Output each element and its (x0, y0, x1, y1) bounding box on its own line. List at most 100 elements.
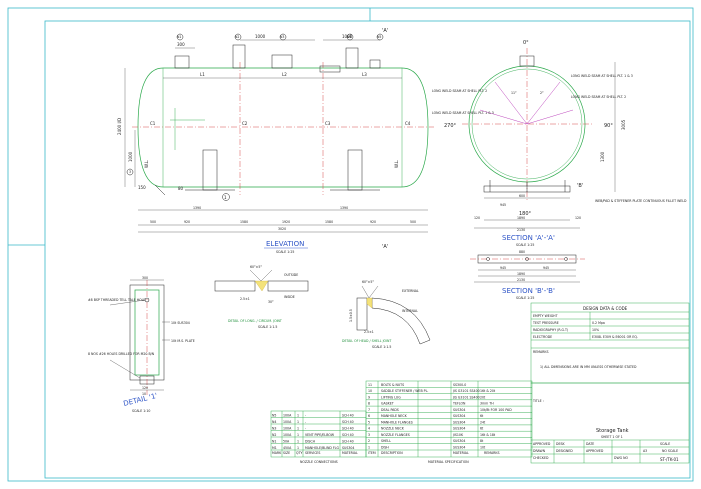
dim-id: 2400 I/D (117, 118, 122, 135)
nozzle-cell: 1 (297, 420, 299, 424)
label-l2: L2 (282, 72, 287, 77)
dim-top-3: 1000 (342, 34, 353, 39)
nozzle-table-box (270, 410, 367, 458)
tb-size: A3 (643, 449, 647, 453)
plate-left (214, 280, 256, 292)
mat-cell: SUS304 (453, 420, 465, 424)
nozzle-cell: MANHOLE/BLIND FLG (305, 446, 339, 450)
dim-2130: 2130 (517, 228, 525, 232)
dim-945: 945 (500, 203, 506, 207)
joint-head-title: DETAIL OF HEAD / SHELL JOINT (342, 339, 391, 343)
mat-cell: SUS304 (453, 427, 465, 431)
mat-cell: SUS304 (453, 414, 465, 418)
detail-1-scale: SCALE 1:10 (132, 409, 150, 413)
section-aa-scale: SCALE 1:25 (516, 243, 534, 247)
nozzle-cell: - (305, 420, 306, 424)
label-c3: C3 (325, 121, 331, 126)
mat-cell: SUS304 (453, 446, 465, 450)
nozzle-cell: 1 (297, 439, 299, 443)
seam-ray (479, 109, 528, 125)
remarks-title: REMARKS (533, 350, 549, 354)
bevel-label: 60°±5° (362, 280, 374, 284)
label-c1: C1 (150, 121, 156, 126)
nozzle-cell: 100A (283, 420, 292, 424)
dim-1000: 1000 (128, 151, 133, 162)
nozzle-label-n3: N3 (280, 35, 284, 39)
nozzle-label-n4: N4 (347, 35, 351, 39)
bevel-angle (361, 285, 379, 299)
nozzle-cell: 1 (297, 413, 299, 417)
mat-cell: 8 (368, 402, 370, 406)
dd-r3-value: 10% (592, 328, 599, 332)
head-plate (371, 297, 431, 345)
label-wl-right: W.L. (394, 160, 399, 168)
tb-date: DATE (586, 442, 594, 446)
dd-r2-label: TEST PRESSURE (532, 321, 559, 325)
dim-120-r: 120 (575, 216, 581, 220)
mat-cell: 6t (480, 414, 484, 418)
bolt-hole (486, 257, 490, 261)
nozzle-n2 (232, 44, 246, 69)
weld-note: WEB/PAD & STIFFENER PLATE CONTINUOUS FIL… (595, 199, 687, 203)
angle-2: 2° (540, 91, 544, 95)
nozzle-bubble (279, 33, 287, 41)
nozzle-cell: N4 (272, 420, 276, 424)
label-c4: C4 (405, 121, 411, 126)
angle-label: 30° (268, 300, 274, 304)
nozzle-bubble (234, 33, 242, 41)
mat-cell: BOLTS & NUTS (381, 383, 404, 387)
dim-b4: 1920 (282, 220, 290, 224)
mat-cell: 10t (480, 446, 486, 450)
section-bb-scale: SCALE 1:25 (516, 296, 534, 300)
label-c2: C2 (242, 121, 248, 126)
mat-cell: 10t/8t FOR 100 PAD (480, 408, 512, 412)
noz-h-mark: MARK (272, 451, 282, 455)
item-3: 3 (129, 170, 131, 174)
nozzle-label-n5: N5 (377, 35, 381, 39)
nozzle-cell: SCH 40 (342, 413, 354, 417)
angle-270: 270° (444, 123, 457, 129)
tb-designed: DESIGNED (556, 449, 573, 453)
design-data-table: DESIGN DATA & CODE EMPTY WEIGHT TEST PRE… (530, 302, 690, 384)
dim-880: 880 (519, 250, 525, 254)
mat-cell: SHELL (381, 439, 391, 443)
seam-note-3: LONG WELD SEAM AT SHELL PLT. 2 (432, 89, 487, 93)
mat-cell: 6 (368, 414, 370, 418)
nozzle-cell: 450A (283, 446, 292, 450)
dim-top-2: 1000 (255, 34, 266, 39)
leader (109, 359, 141, 379)
seam-ray (526, 109, 574, 125)
nozzle-n5 (369, 59, 381, 69)
sheet-border (7, 7, 694, 482)
seam-note-2: LONG WELD SEAM AT SHELL PLT. 2 (571, 95, 626, 99)
bevel-angle (249, 269, 273, 282)
tb-dwgno-label: DWG NO (614, 456, 628, 460)
dim-3005: 3005 (621, 119, 626, 130)
vessel-outline (137, 67, 429, 188)
seam-note-4: LONG WELD SEAM AT SHELL PLT. 1 & 3 (432, 111, 494, 115)
nozzle-cell: SUS304 (342, 446, 354, 450)
offset-label: 1.5±0.5 (349, 309, 353, 322)
nozzle-cell: - (305, 413, 306, 417)
section-aa-title: SECTION 'A'-'A' (502, 234, 555, 242)
title-label: TITLE : (532, 399, 544, 403)
note-ms-plate: 10t M.S. PLATE (171, 339, 195, 343)
dim-300: 300 (142, 276, 148, 280)
nozzle-cell: 50A (283, 439, 290, 443)
joint-long-scale: SCALE 1:1.5 (258, 325, 277, 329)
dim-b3: 1580 (240, 220, 248, 224)
lifting-lug (319, 65, 341, 73)
drawing-title: Storage Tank (596, 428, 629, 434)
shell-plate (356, 297, 368, 331)
mat-cell: DEAL PADS (381, 408, 399, 412)
nozzle-cell: VENT PIPE/ELBOW (305, 433, 335, 437)
note-sus304: 10t SUS304 (171, 321, 190, 325)
bolt-slot (139, 375, 155, 385)
mat-cell: SUS304 (453, 408, 465, 412)
dim-120: 120 (474, 216, 480, 220)
dd-r2-value: 0.2 Mpa (592, 321, 605, 325)
weld-fill (254, 280, 269, 292)
mat-cell: 3 (368, 433, 370, 437)
